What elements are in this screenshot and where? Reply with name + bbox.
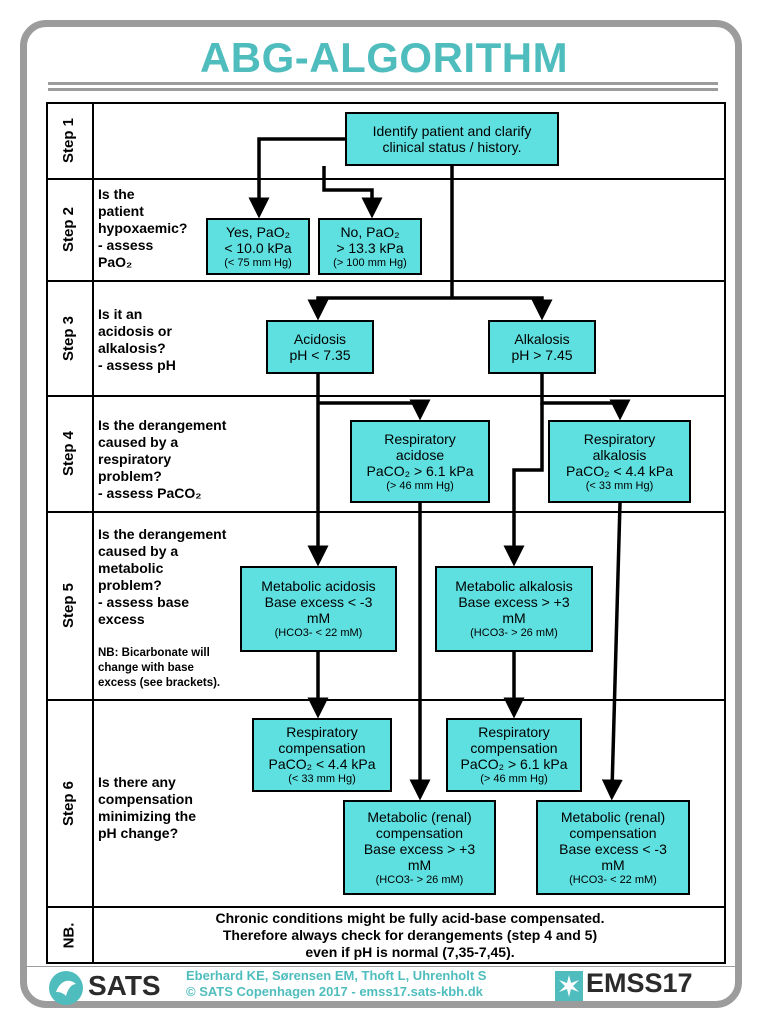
title-underline-top <box>48 82 718 85</box>
row-divider <box>46 178 726 180</box>
page-title: ABG-ALGORITHM <box>199 34 569 81</box>
step-6-question: Is there any compensation minimizing the… <box>98 774 196 841</box>
footer-divider <box>20 966 742 967</box>
step-column-divider <box>92 102 94 964</box>
row-divider <box>46 280 726 282</box>
nb-text: Chronic conditions might be fully acid-b… <box>215 910 605 960</box>
footer-credits: Eberhard KE, Sørensen EM, Thoft L, Uhren… <box>186 968 486 1000</box>
sats-logo-icon <box>49 971 83 1005</box>
arrow-to-yes <box>248 137 345 219</box>
arrow-to-no <box>322 166 383 219</box>
arrow-to-acidosis <box>307 296 452 321</box>
credits-authors: Eberhard KE, Sørensen EM, Thoft L, Uhren… <box>186 968 487 983</box>
row-divider <box>46 699 726 701</box>
box-no-pao2: No, PaO₂> 13.3 kPa(> 100 mm Hg) <box>318 218 422 275</box>
arrow-to-alkalosis <box>452 296 553 321</box>
box-yes-pao2: Yes, PaO₂< 10.0 kPa(< 75 mm Hg) <box>206 218 310 275</box>
arrow-alkalosis-to-met-alkalosis <box>503 403 544 567</box>
step-2-question: Is the patient hypoxaemic? - assess PaO₂ <box>98 186 188 270</box>
emss17-logo-text: EMSS17 <box>586 968 693 998</box>
step-4-question: Is the derangement caused by a respirato… <box>98 417 227 501</box>
sats-logo-text: SATS <box>88 970 161 1001</box>
title-underline-bottom <box>48 88 718 91</box>
row-divider <box>46 906 726 908</box>
page-frame <box>20 20 742 1008</box>
emss-star-icon <box>555 971 583 1001</box>
step-5-note: NB: Bicarbonate will change with base ex… <box>98 647 221 689</box>
step-5-question: Is the derangement caused by a metabolic… <box>98 526 227 627</box>
credits-copyright: © SATS Copenhagen 2017 - emss17.sats-kbh… <box>186 984 483 999</box>
row-divider <box>46 395 726 397</box>
arrow-acidosis-to-resp-acidose <box>318 399 431 421</box>
step-3-question: Is it an acidosis or alkalosis? - assess… <box>98 306 176 373</box>
arrow-resp-alkalosis-to-met-comp <box>601 502 623 801</box>
arrow-alkalosis-to-resp-alkalosis <box>540 374 631 421</box>
algorithm-table <box>46 102 726 964</box>
row-divider <box>46 511 726 513</box>
